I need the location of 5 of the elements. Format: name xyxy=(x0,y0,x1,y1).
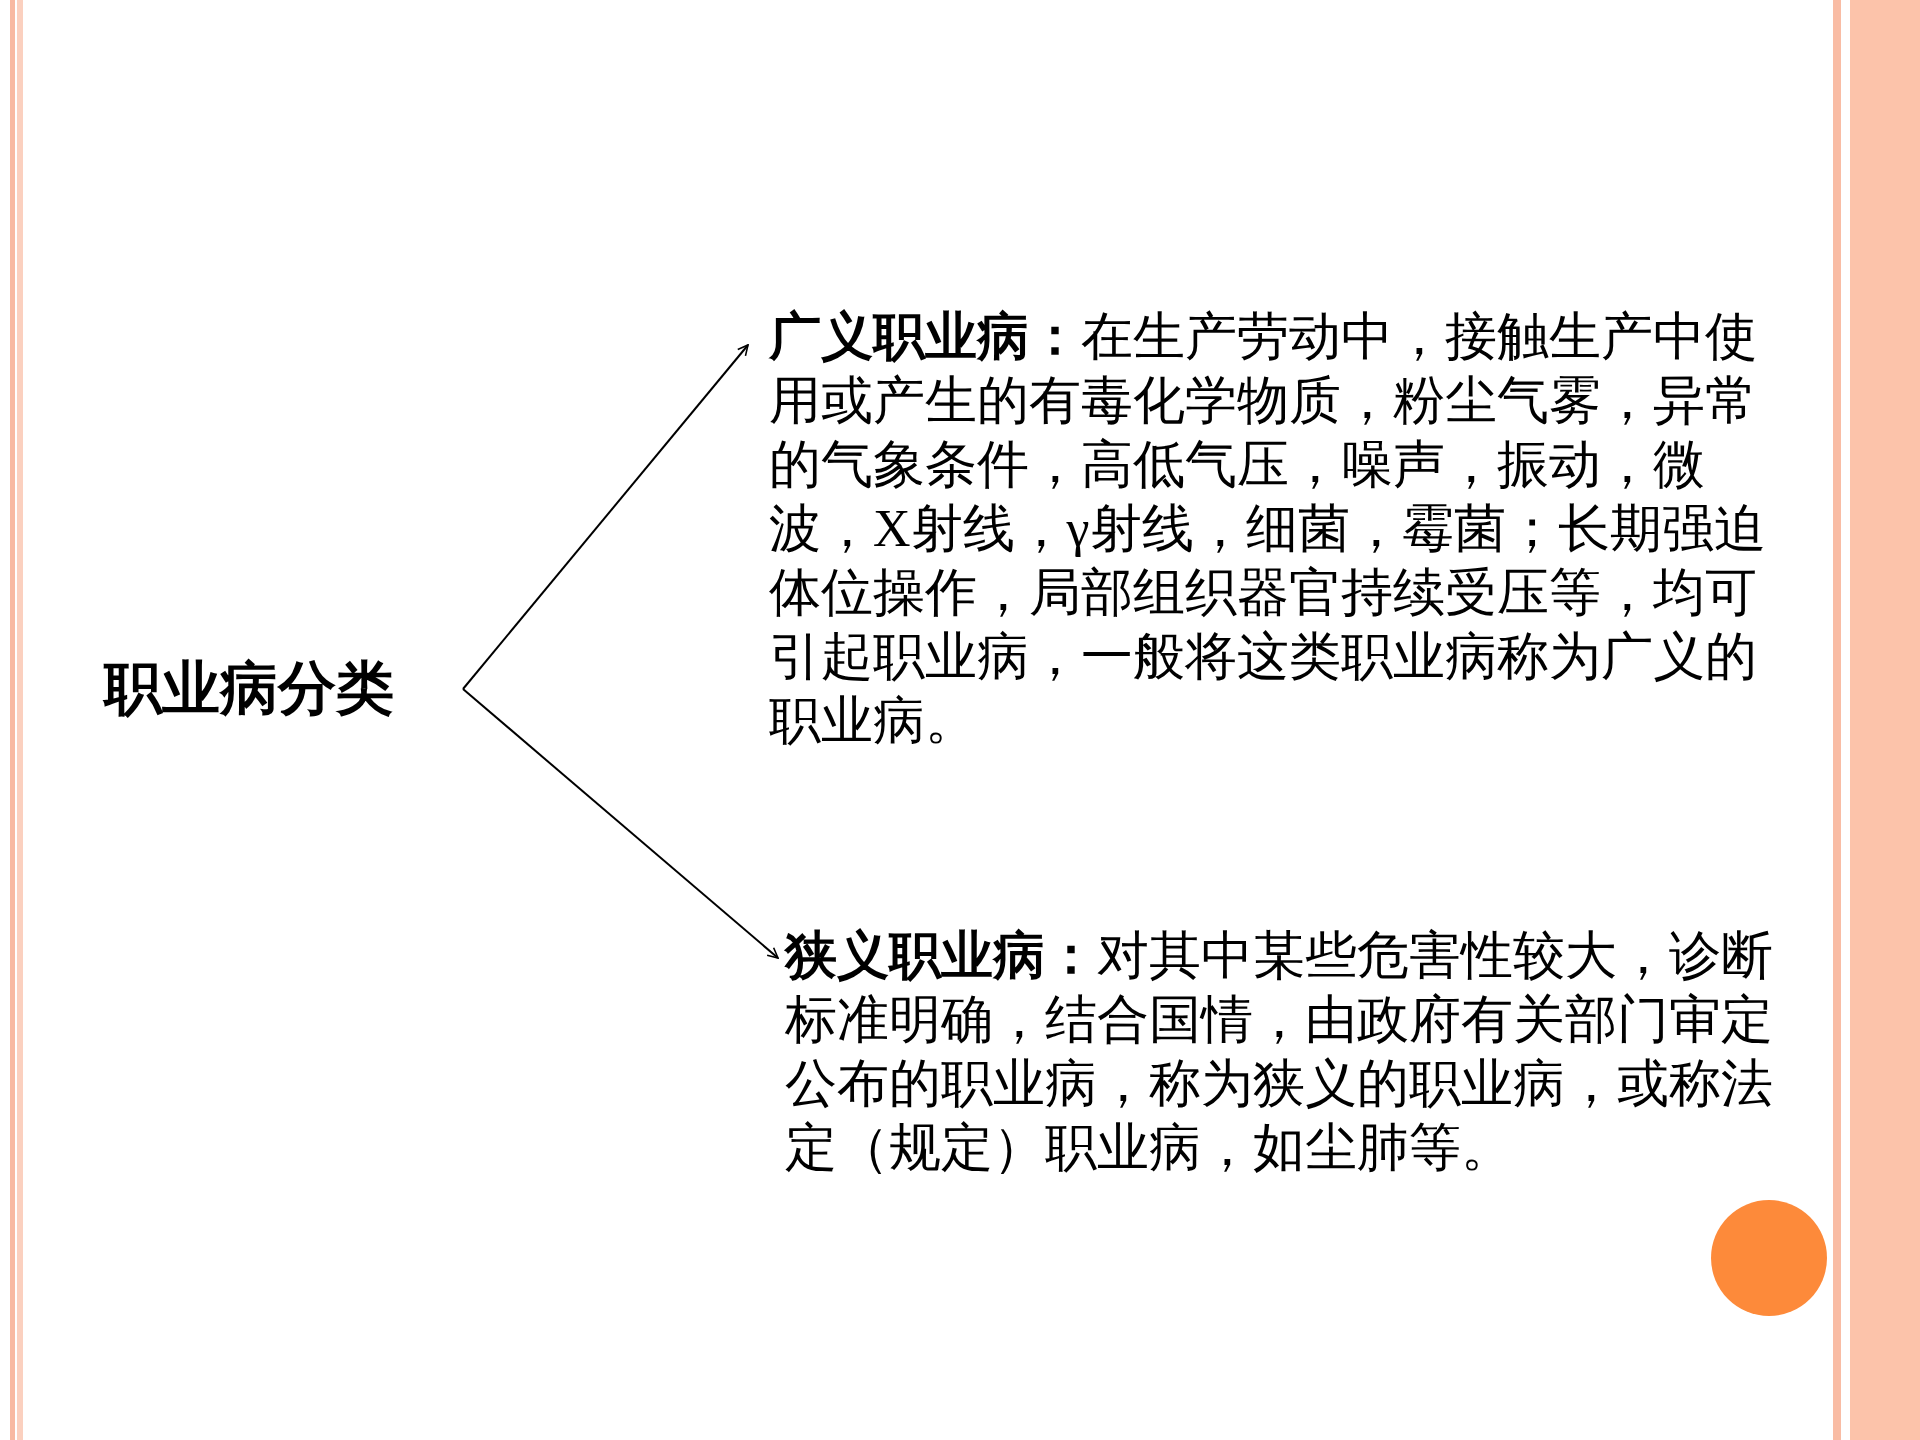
category-title: 职业病分类 xyxy=(104,655,394,724)
arrow xyxy=(462,344,749,690)
definition-text: 广义职业病：在生产劳动中，接触生产中使用或产生的有毒化学物质，粉尘气雾，异常的气象条件，高低气压，噪声，振动，微波，X射线，γ射线，细菌，霉菌；长期强迫体位操作，局部组织器官持续受压等，均可引起职业病，一般将这类职业病称为广义的职业病。 xyxy=(769,307,1767,751)
definition-text: 狭义职业病：对其中某些危害性较大，诊断标准明确，结合国情，由政府有关部门审定公布的职业病，称为狭义的职业病，或称法定（规定）职业病，如尘肺等。 xyxy=(785,926,1774,1178)
arrow xyxy=(462,688,779,959)
